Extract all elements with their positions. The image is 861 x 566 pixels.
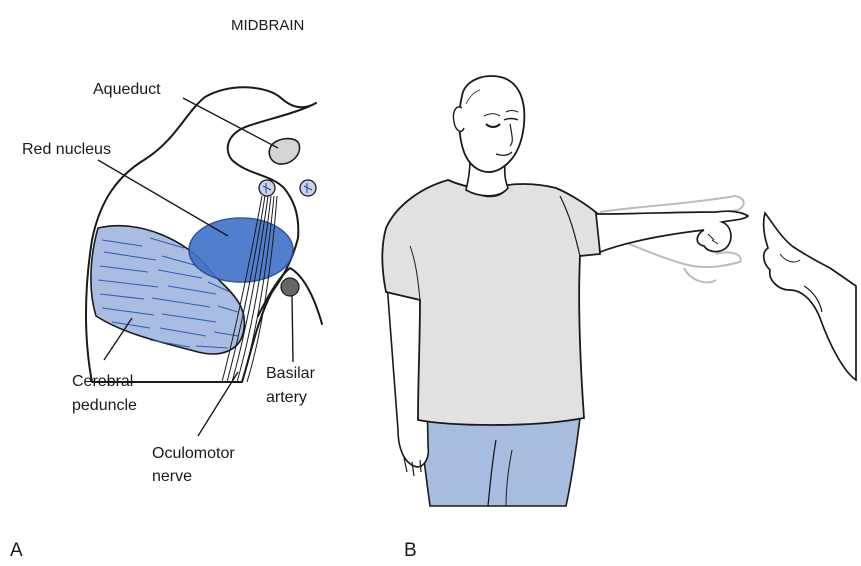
label-oculomotor: Oculomotor — [152, 445, 235, 462]
patient-head — [453, 76, 524, 172]
pants — [420, 418, 580, 506]
red-nucleus-leader — [98, 160, 228, 236]
label-peduncle: peduncle — [72, 397, 137, 414]
label-basilar: Basilar — [266, 365, 316, 382]
panel-label-a: A — [10, 540, 23, 561]
red-nucleus-shape — [189, 218, 293, 282]
figure-title: MIDBRAIN — [231, 17, 304, 34]
panel-b-patient-illustration: B — [382, 76, 856, 561]
examiner-hand — [764, 213, 856, 380]
label-nerve: nerve — [152, 468, 192, 485]
pointing-arm — [596, 211, 748, 252]
panel-a-midbrain-section: Aqueduct Red nucleus Cerebral peduncle B… — [10, 81, 322, 561]
label-red-nucleus: Red nucleus — [22, 141, 111, 158]
panel-label-b: B — [404, 540, 417, 561]
basilar-artery-shape — [281, 278, 299, 296]
label-cerebral: Cerebral — [72, 373, 133, 390]
basilar-artery-leader — [292, 296, 293, 362]
label-artery: artery — [266, 389, 307, 406]
label-aqueduct: Aqueduct — [93, 81, 161, 98]
aqueduct-shape — [269, 139, 299, 164]
